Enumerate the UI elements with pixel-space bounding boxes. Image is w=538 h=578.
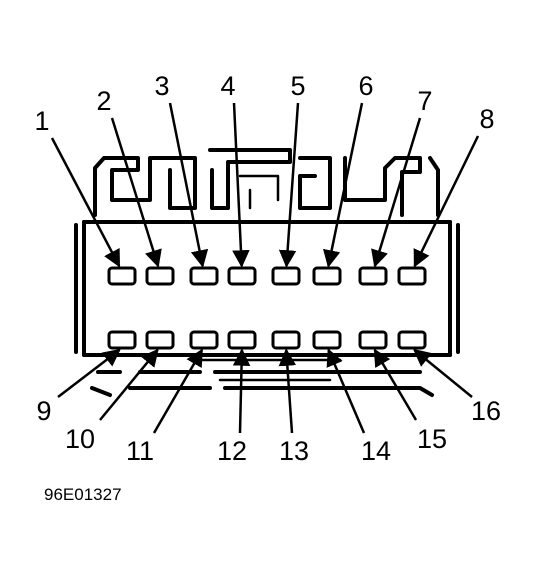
- bottom-pin-label-11: 11: [126, 436, 154, 466]
- bottom-pin-leader-11: [152, 348, 204, 434]
- top-pin-2: [145, 266, 175, 286]
- bottom-pin-leader-12: [232, 348, 251, 434]
- top-pin-4: [227, 266, 257, 286]
- bottom-pin-label-13: 13: [279, 436, 309, 466]
- bottom-pin-9: [107, 330, 137, 350]
- bottom-pin-leaders: [57, 348, 473, 434]
- figure-code: 96E01327: [44, 485, 122, 504]
- top-pin-label-8: 8: [479, 104, 494, 134]
- bottom-pin-13: [271, 330, 301, 350]
- bottom-pin-leader-10: [99, 348, 159, 421]
- top-pin-label-3: 3: [154, 71, 169, 101]
- top-pin-leader-4: [232, 102, 250, 268]
- bottom-pin-label-12: 12: [217, 436, 247, 466]
- bottom-pin-leader-15: [373, 348, 418, 421]
- top-pin-leader-5: [278, 102, 300, 268]
- bottom-pin-label-16: 16: [471, 396, 501, 426]
- top-pin-leader-7: [371, 117, 422, 268]
- top-pin-label-7: 7: [417, 86, 432, 116]
- bottom-pin-14: [312, 330, 342, 350]
- bottom-pin-leader-13: [278, 348, 297, 434]
- top-pin-label-1: 1: [34, 106, 49, 136]
- top-pin-1: [107, 266, 137, 286]
- bottom-pin-row: [107, 330, 427, 350]
- top-pin-leader-3: [168, 102, 209, 268]
- top-pin-label-4: 4: [220, 71, 235, 101]
- bottom-pin-label-14: 14: [361, 436, 391, 466]
- bottom-pin-leader-9: [57, 348, 121, 398]
- bottom-pin-leader-16: [413, 348, 473, 398]
- top-pin-row: [107, 266, 427, 286]
- bottom-pin-leader-14: [326, 348, 366, 434]
- top-pin-label-5: 5: [290, 71, 305, 101]
- top-pin-label-6: 6: [358, 71, 373, 101]
- top-pin-7: [358, 266, 388, 286]
- bottom-pin-labels: 9 10 11 12 13 14 15 16: [36, 396, 501, 466]
- top-pin-6: [312, 266, 342, 286]
- top-pin-label-2: 2: [96, 86, 111, 116]
- top-pin-leader-6: [323, 102, 364, 268]
- bottom-pin-label-15: 15: [417, 424, 447, 454]
- bottom-pin-15: [358, 330, 388, 350]
- bottom-pin-16: [397, 330, 427, 350]
- top-pin-leaders: [50, 102, 480, 268]
- bottom-pin-label-10: 10: [65, 424, 95, 454]
- bottom-pin-12: [227, 330, 257, 350]
- bottom-pin-11: [189, 330, 219, 350]
- top-pin-5: [271, 266, 301, 286]
- top-pin-leader-2: [110, 117, 162, 268]
- top-pin-3: [189, 266, 219, 286]
- bottom-pin-label-9: 9: [36, 396, 51, 426]
- bottom-pin-10: [145, 330, 175, 350]
- top-pin-labels: 1 2 3 4 5 6 7 8: [34, 71, 494, 136]
- top-pin-8: [397, 266, 427, 286]
- top-pin-leader-1: [50, 137, 121, 268]
- top-pin-leader-8: [413, 135, 480, 268]
